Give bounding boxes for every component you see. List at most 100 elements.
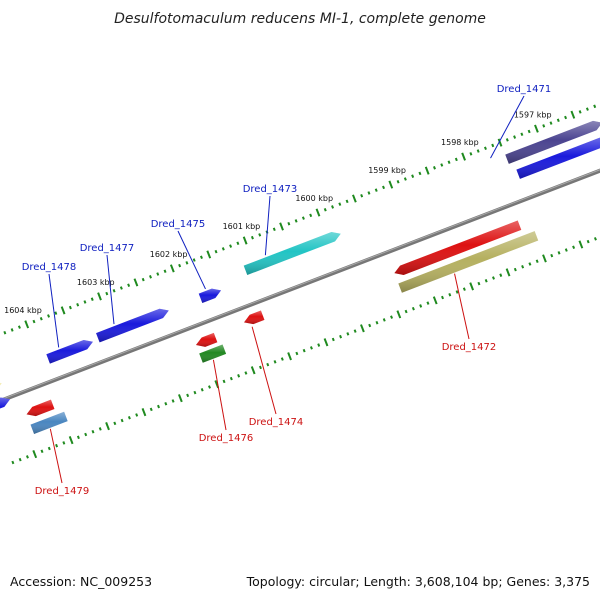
genome-backbone bbox=[0, 168, 600, 404]
label-dred-1474-leader bbox=[251, 326, 277, 415]
kbp-label: 1602 kbp bbox=[150, 250, 188, 259]
reverse-tick bbox=[68, 436, 74, 445]
labels-layer: Dred_1471Dred_1472Dred_1473Dred_1474Dred… bbox=[22, 84, 552, 497]
kbp-label: 1601 kbp bbox=[223, 222, 261, 231]
reverse-tick bbox=[353, 329, 357, 333]
gene-dred-1479[interactable] bbox=[26, 399, 55, 417]
reverse-tick bbox=[323, 338, 329, 347]
forward-tick bbox=[163, 269, 167, 273]
forward-tick bbox=[411, 174, 415, 178]
forward-tick bbox=[534, 124, 539, 133]
gene-dred-1476[interactable] bbox=[195, 332, 218, 347]
forward-tick bbox=[418, 171, 422, 176]
gene-dred-1475[interactable] bbox=[198, 288, 222, 303]
forward-tick bbox=[192, 258, 196, 262]
forward-tick bbox=[24, 320, 30, 329]
forward-tick bbox=[169, 264, 175, 273]
forward-tick bbox=[32, 319, 36, 324]
forward-tick bbox=[229, 244, 233, 248]
forward-tick bbox=[10, 328, 14, 332]
gene-dred-1472[interactable] bbox=[394, 220, 522, 275]
label-dred-1472[interactable]: Dred_1472 bbox=[442, 342, 497, 353]
reverse-tick bbox=[477, 281, 481, 286]
forward-tick bbox=[279, 222, 284, 231]
reverse-tick bbox=[113, 421, 117, 426]
reverse-tick bbox=[280, 357, 284, 361]
gene-feature-shading bbox=[398, 231, 539, 293]
forward-tick bbox=[593, 104, 597, 109]
forward-tick bbox=[513, 135, 517, 139]
forward-tick bbox=[352, 194, 357, 203]
accession-text: Accession: NC_009253 bbox=[10, 574, 152, 589]
reverse-tick bbox=[47, 446, 51, 451]
forward-tick bbox=[367, 191, 371, 195]
reverse-tick bbox=[171, 399, 175, 403]
gene-dred-1473[interactable] bbox=[243, 231, 341, 276]
gene-dred-1477[interactable] bbox=[96, 308, 169, 343]
label-dred-1478[interactable]: Dred_1478 bbox=[22, 262, 77, 273]
forward-tick bbox=[505, 138, 509, 142]
genome-backbone-highlight bbox=[0, 169, 600, 401]
reverse-tick bbox=[91, 429, 95, 434]
reverse-tick bbox=[62, 441, 66, 445]
forward-tick bbox=[47, 314, 51, 318]
forward-tick bbox=[90, 297, 94, 301]
gene-dred-1474[interactable] bbox=[244, 310, 265, 325]
forward-tick bbox=[403, 177, 407, 181]
reverse-tick bbox=[55, 443, 59, 448]
forward-tick bbox=[214, 249, 218, 254]
gene-feature-shading bbox=[0, 397, 11, 409]
reverse-tick bbox=[339, 334, 343, 339]
label-dred-1474[interactable]: Dred_1474 bbox=[249, 417, 304, 428]
gene-feature[interactable] bbox=[199, 344, 227, 363]
label-dred-1475-leader bbox=[177, 230, 206, 290]
kbp-label: 1603 kbp bbox=[77, 278, 115, 287]
forward-tick bbox=[54, 311, 58, 315]
label-dred-1479[interactable]: Dred_1479 bbox=[35, 486, 90, 497]
forward-tick bbox=[323, 207, 327, 212]
reverse-tick bbox=[572, 245, 576, 249]
forward-tick bbox=[483, 146, 487, 151]
forward-tick bbox=[520, 132, 524, 137]
forward-tick bbox=[76, 303, 80, 307]
kbp-label: 1600 kbp bbox=[295, 194, 333, 203]
reverse-tick bbox=[462, 287, 466, 291]
label-dred-1475[interactable]: Dred_1475 bbox=[151, 219, 206, 230]
reverse-tick bbox=[499, 273, 503, 277]
reverse-tick bbox=[309, 346, 313, 350]
reverse-tick bbox=[120, 418, 124, 423]
gene-feature[interactable] bbox=[0, 381, 2, 401]
gene-feature[interactable] bbox=[30, 411, 68, 434]
reverse-tick bbox=[40, 449, 44, 454]
label-dred-1476-leader bbox=[212, 359, 227, 431]
label-dred-1477[interactable]: Dred_1477 bbox=[80, 243, 135, 254]
label-dred-1471[interactable]: Dred_1471 bbox=[497, 84, 552, 95]
forward-tick bbox=[112, 289, 116, 293]
forward-tick bbox=[294, 219, 298, 223]
reverse-tick bbox=[127, 415, 131, 420]
label-dred-1476[interactable]: Dred_1476 bbox=[199, 433, 254, 444]
forward-tick bbox=[133, 278, 139, 287]
label-dred-1473[interactable]: Dred_1473 bbox=[243, 184, 298, 195]
forward-tick bbox=[461, 152, 466, 161]
gene-feature[interactable] bbox=[0, 397, 11, 418]
gene-dred-1478[interactable] bbox=[46, 339, 93, 364]
reverse-tick bbox=[186, 393, 190, 398]
gene-dred-1472-shading bbox=[394, 220, 522, 275]
forward-tick bbox=[39, 316, 43, 321]
gene-feature[interactable] bbox=[516, 137, 600, 179]
reverse-tick bbox=[432, 296, 438, 305]
forward-tick bbox=[60, 306, 66, 315]
reverse-tick bbox=[419, 304, 423, 308]
forward-tick bbox=[491, 143, 495, 148]
genes-layer bbox=[0, 120, 600, 434]
reverse-tick bbox=[98, 427, 102, 431]
gene-dred-1471[interactable] bbox=[505, 120, 600, 164]
reverse-tick bbox=[448, 292, 452, 297]
label-dred-1479-leader bbox=[49, 428, 63, 484]
forward-tick bbox=[382, 185, 385, 190]
gene-feature[interactable] bbox=[398, 231, 539, 293]
forward-tick bbox=[119, 286, 123, 290]
